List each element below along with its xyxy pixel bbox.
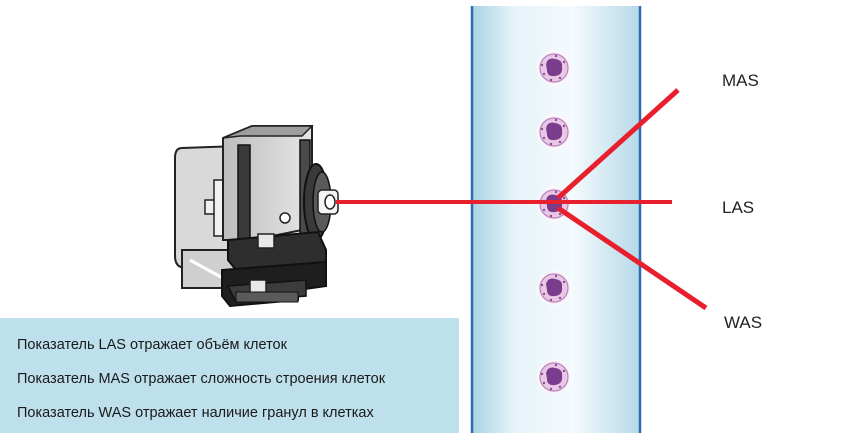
- laser-beams: [336, 88, 708, 311]
- mas-label: MAS: [722, 71, 759, 90]
- cell-icon: [537, 51, 571, 85]
- was-label: WAS: [724, 313, 763, 332]
- cell-icon: [537, 271, 571, 305]
- legend-box: Показатель LAS отражает объём клеток Пок…: [0, 318, 459, 433]
- mas-beam: [556, 88, 680, 200]
- legend-line-mas: Показатель MAS отражает сложность строен…: [17, 371, 386, 387]
- was-beam: [556, 205, 708, 311]
- las-label: LAS: [722, 198, 755, 217]
- cell-icon: [537, 360, 571, 394]
- legend-line-was: Показатель WAS отражает наличие гранул в…: [17, 405, 374, 421]
- cell-icon: [537, 115, 571, 149]
- laser-source-icon: [174, 125, 339, 308]
- legend-line-las: Показатель LAS отражает объём клеток: [17, 337, 287, 353]
